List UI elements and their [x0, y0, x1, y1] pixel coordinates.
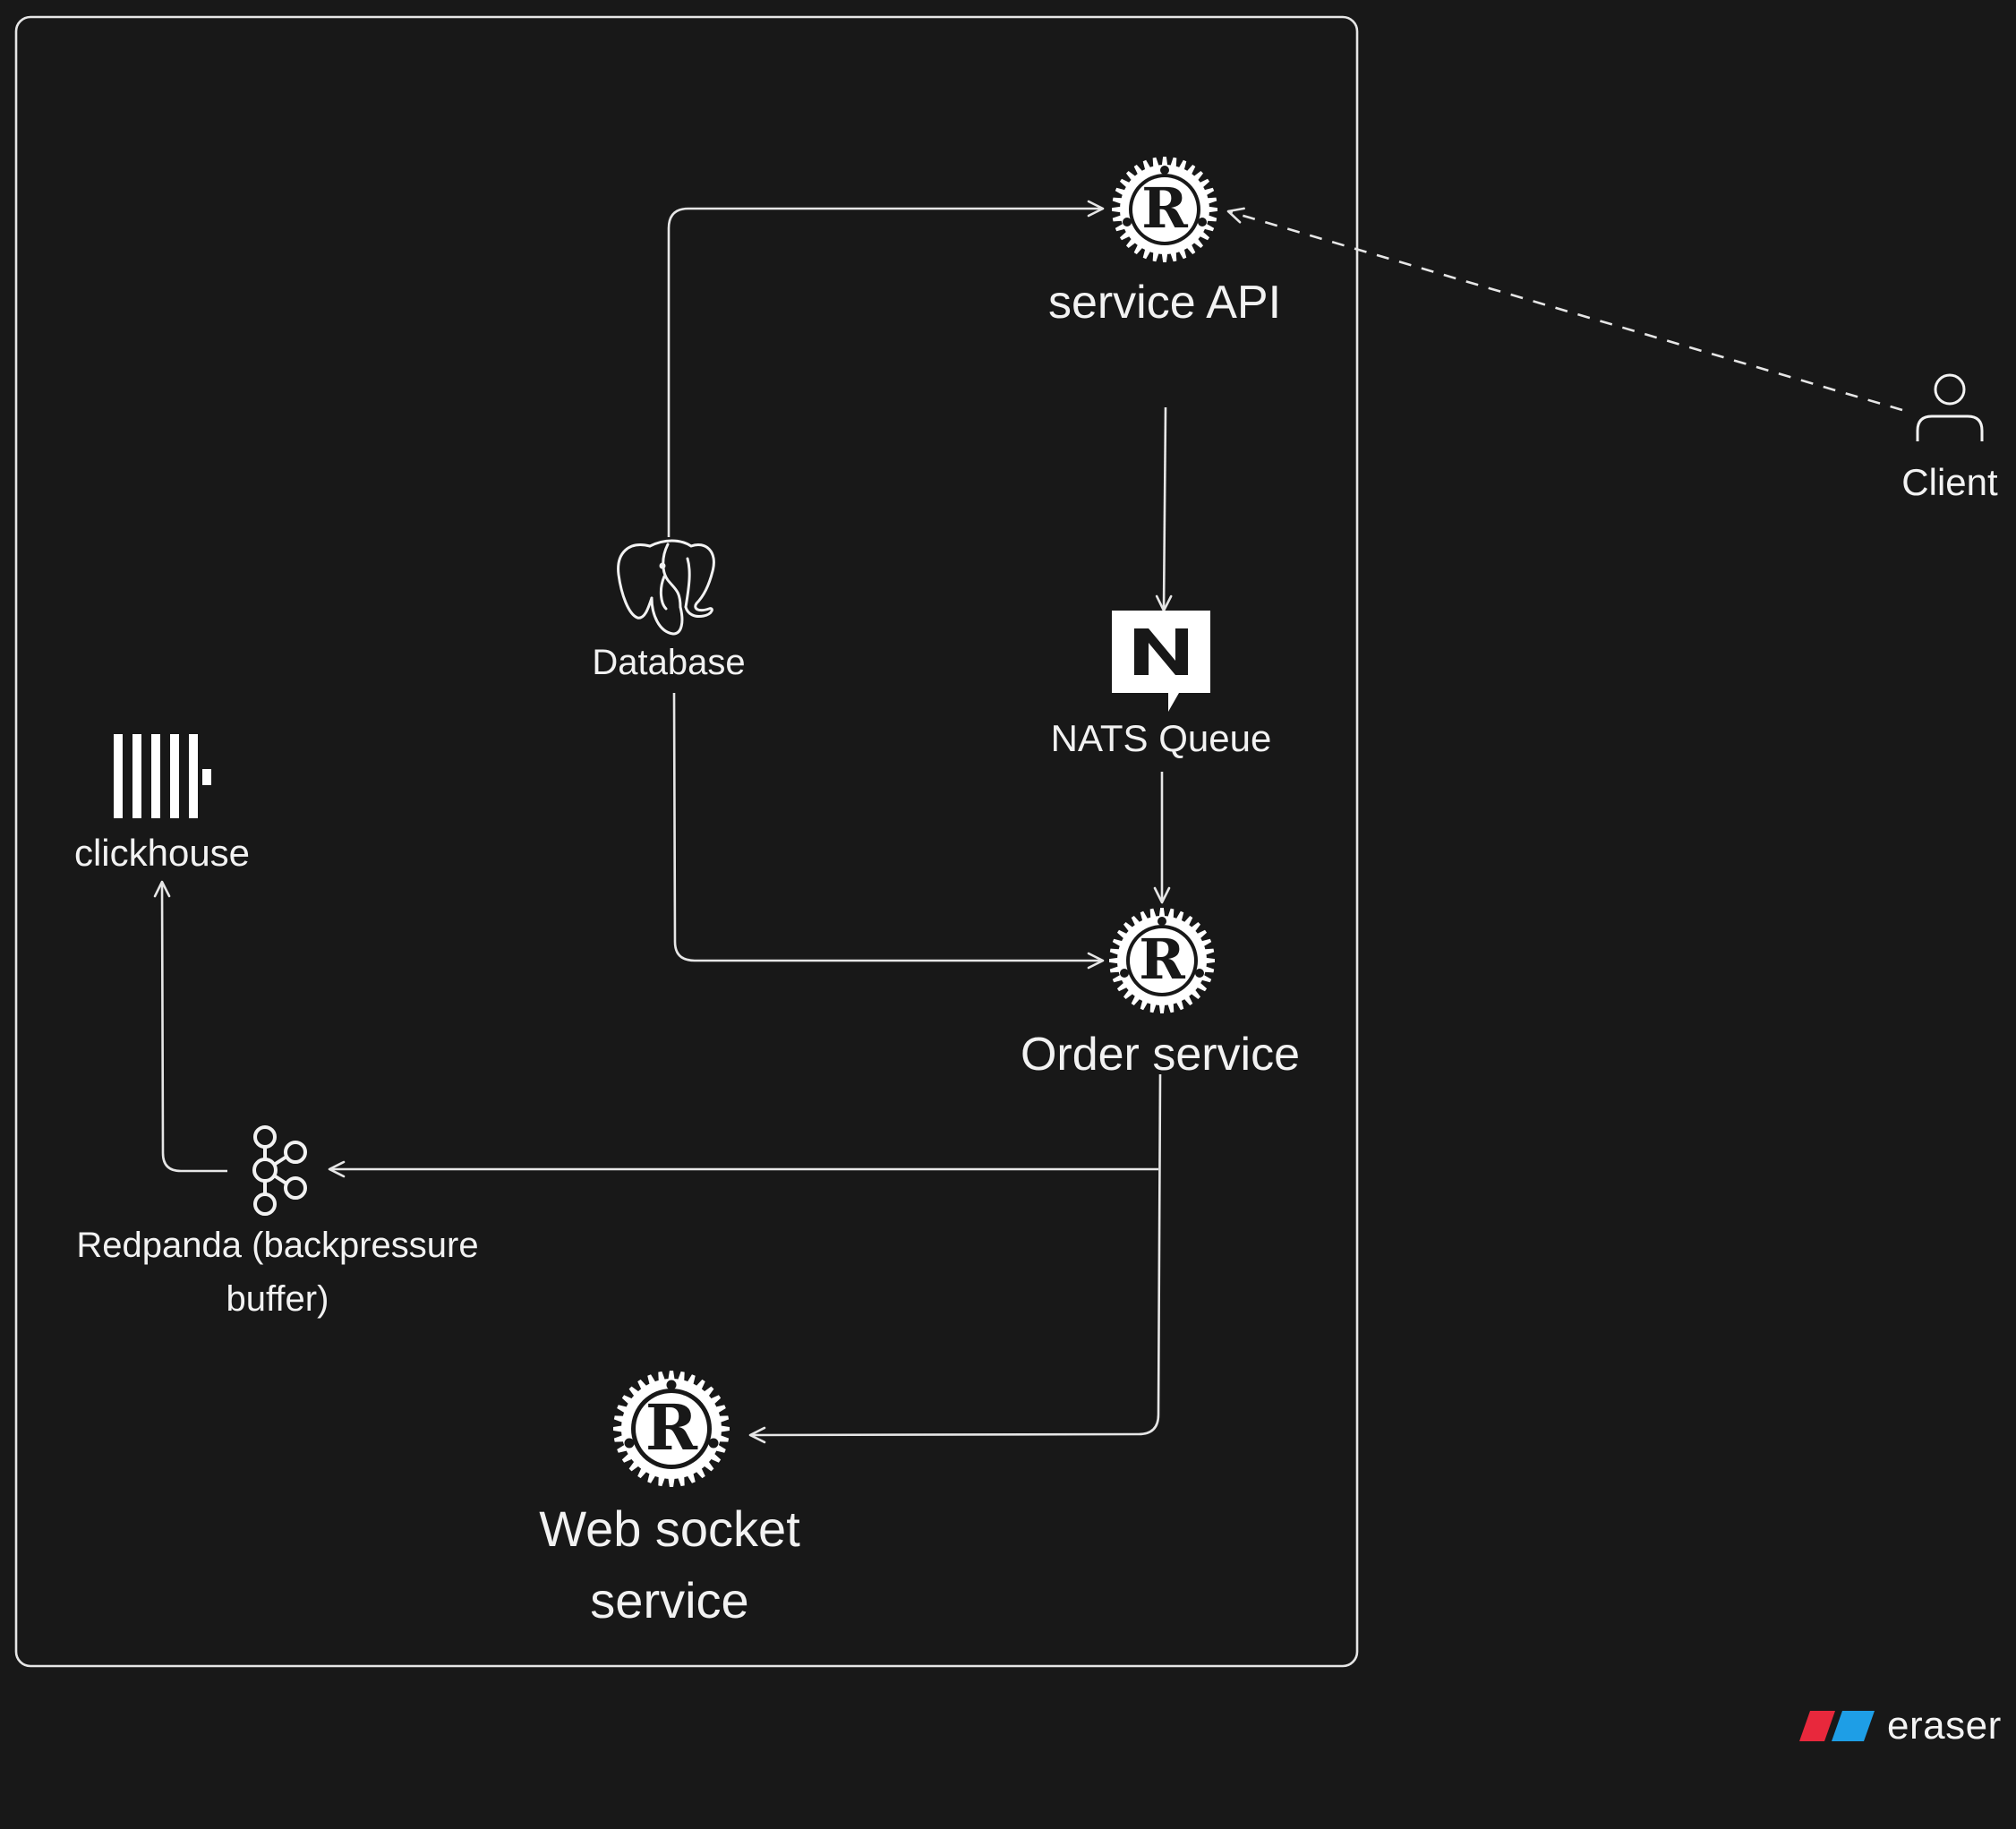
database-label: Database — [592, 643, 746, 682]
rust-logo-icon: R — [613, 1371, 730, 1487]
svg-text:R: R — [645, 1390, 698, 1465]
redpanda-label: Redpanda (backpressure buffer) — [76, 1226, 479, 1319]
gear-tooth — [1109, 957, 1120, 964]
edge-client-to-service-api — [1226, 207, 1903, 412]
rust-logo-icon: R — [1112, 157, 1217, 262]
gear-tooth — [1204, 957, 1215, 964]
eraser-brand-text: eraser — [1887, 1704, 2002, 1748]
kafka-logo-icon — [252, 1125, 307, 1216]
svg-text:R: R — [1141, 175, 1188, 241]
gear-tooth — [668, 1371, 675, 1381]
gear-tooth — [1207, 206, 1217, 213]
user-icon — [1916, 373, 1984, 441]
gear-tooth — [1158, 908, 1166, 919]
websocket-service-label: Web socket service — [539, 1500, 800, 1628]
edge-service-api-to-nats — [1155, 406, 1173, 612]
svg-text:R: R — [1139, 927, 1185, 992]
edge-redpanda-to-clickhouse — [153, 880, 227, 1173]
rust-logo-icon: R — [1109, 908, 1215, 1013]
gear-tooth — [668, 1476, 675, 1487]
nats-logo-icon — [1112, 611, 1210, 712]
edge-order-service-to-websocket — [748, 1073, 1162, 1444]
postgresql-elephant-icon — [617, 539, 715, 636]
gear-tooth — [1161, 157, 1168, 167]
order-service-label: Order service — [1020, 1029, 1301, 1081]
gear-tooth — [1112, 206, 1123, 213]
clickhouse-label: clickhouse — [73, 832, 251, 874]
eraser-brand: eraser — [1799, 1704, 2002, 1748]
clickhouse-logo-icon — [114, 734, 211, 818]
gear-tooth — [719, 1425, 730, 1432]
gear-tooth — [1161, 252, 1168, 262]
nats-queue-label: NATS Queue — [1050, 717, 1272, 759]
gear-tooth — [1158, 1003, 1166, 1013]
system-boundary — [14, 15, 1359, 1668]
client-label: Client — [1901, 461, 1998, 503]
edge-database-to-service-api — [667, 200, 1105, 537]
gear-tooth — [613, 1425, 624, 1432]
eraser-logo-icon — [1799, 1711, 1875, 1741]
edge-database-to-order-service — [672, 692, 1105, 970]
service-api-label: service API — [1047, 277, 1282, 329]
